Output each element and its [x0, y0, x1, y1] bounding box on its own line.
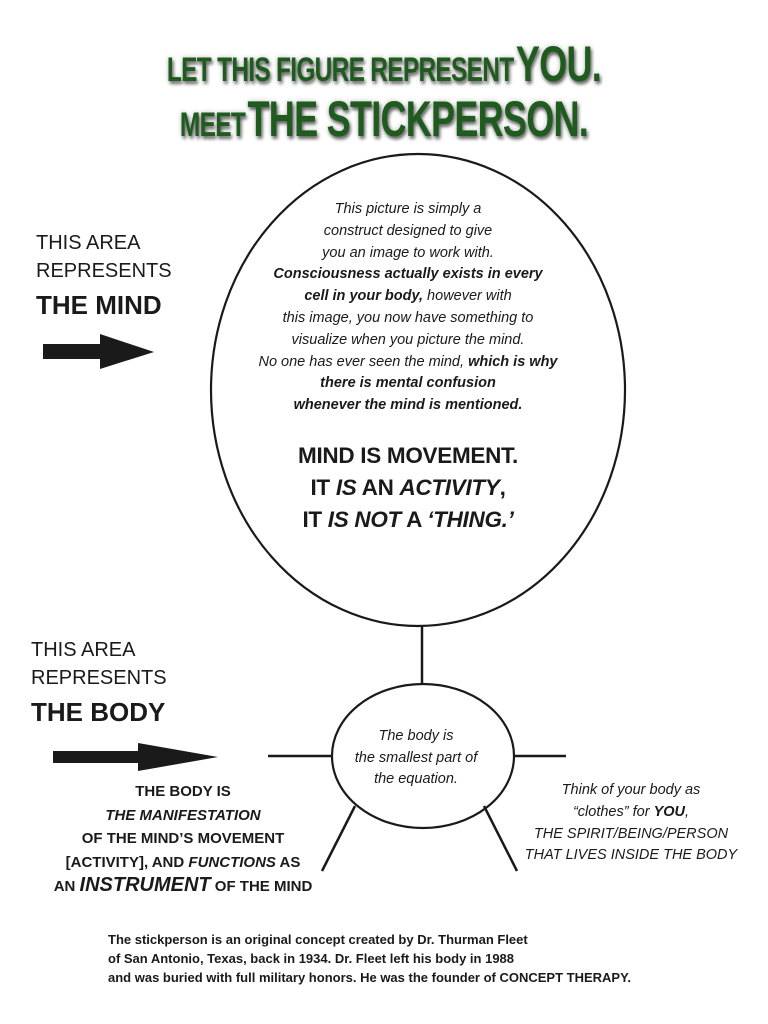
mind-text-line-6: this image, you now have something to: [282, 309, 534, 326]
body-left-5c: OF THE MIND: [210, 878, 313, 895]
body-left-5b: INSTRUMENT: [79, 874, 211, 896]
mind-text-line-10: whenever the mind is mentioned.: [293, 397, 523, 414]
body-left-line-3: OF THE MIND’S MOVEMENT: [81, 830, 285, 847]
body-text-line-3: the equation.: [374, 771, 458, 787]
body-arrow-icon: [53, 743, 218, 771]
title-line-2-small: MEET: [179, 106, 246, 144]
title-line-2: MEET THE STICKPERSON.: [108, 90, 661, 148]
body-area-label: THIS AREA REPRESENTS THE BODY: [31, 636, 167, 726]
mind-text-line-3: you an image to work with.: [322, 244, 494, 261]
mind-area-label: THIS AREA REPRESENTS THE MIND: [36, 229, 172, 319]
mind-statement-2e: ,: [499, 475, 506, 500]
mind-statement-2a: IT: [310, 475, 336, 500]
mind-statement-3a: IT: [302, 507, 328, 532]
mind-label-heading: THE MIND: [36, 290, 162, 320]
body-right-2b: YOU: [653, 803, 685, 820]
body-description: The body is the smallest part of the equ…: [336, 726, 496, 791]
body-left-4b: FUNCTIONS: [188, 853, 276, 871]
right-leg-line: [482, 805, 519, 872]
mind-statement-3b: IS NOT: [327, 507, 402, 532]
mind-text-line-8-start: No one has ever seen the mind,: [258, 353, 469, 370]
title-line-1: LET THIS FIGURE REPRESENT YOU.: [108, 35, 661, 93]
mind-statement-2b: IS: [335, 475, 357, 500]
title-line-1-big: YOU.: [515, 36, 602, 92]
footer-line-3: and was buried with full military honors…: [108, 970, 631, 985]
mind-arrow-icon: [43, 334, 154, 369]
mind-text-line-5-bold: cell in your body,: [304, 288, 424, 305]
title-line-2-big: THE STICKPERSON.: [247, 91, 589, 147]
mind-statement: MIND IS MOVEMENT. IT IS AN ACTIVITY, IT …: [248, 440, 568, 536]
body-left-4c: AS: [275, 853, 301, 871]
title-line-1-small: LET THIS FIGURE REPRESENT: [166, 51, 514, 89]
mind-label-line-1: THIS AREA: [36, 232, 141, 254]
body-text-line-1: The body is: [378, 728, 454, 744]
body-label-heading: THE BODY: [31, 697, 166, 727]
body-clothes-caption: Think of your body as “clothes” for YOU,…: [516, 780, 746, 867]
footer-line-2: of San Antonio, Texas, back in 1934. Dr.…: [108, 951, 515, 966]
mind-text-line-4: Consciousness actually exists in every: [273, 266, 543, 283]
mind-statement-2d: ACTIVITY: [399, 475, 500, 500]
body-text-line-2: the smallest part of: [354, 749, 478, 766]
footer-note: The stickperson is an original concept c…: [108, 930, 748, 987]
mind-statement-line-1: MIND IS MOVEMENT.: [298, 443, 518, 468]
mind-text-line-8-bold: which is why: [468, 353, 558, 370]
left-leg-line: [320, 805, 357, 872]
body-left-line-2: THE MANIFESTATION: [105, 806, 261, 824]
mind-text-line-9: there is mental confusion: [320, 375, 496, 392]
mind-statement-2c: AN: [356, 475, 400, 500]
body-manifestation-caption: THE BODY IS THE MANIFESTATION OF THE MIN…: [18, 780, 348, 899]
body-label-line-1: THIS AREA: [31, 639, 136, 661]
mind-label-line-2: REPRESENTS: [36, 260, 172, 282]
mind-statement-3c: A: [401, 507, 428, 532]
body-left-line-1: THE BODY IS: [135, 783, 231, 800]
mind-text-line-1: This picture is simply a: [334, 201, 482, 217]
body-left-4a: [ACTIVITY], AND: [65, 853, 189, 871]
body-right-line-3: THE SPIRIT/BEING/PERSON: [533, 825, 729, 842]
footer-line-1: The stickperson is an original concept c…: [108, 932, 528, 947]
body-label-line-2: REPRESENTS: [31, 667, 167, 689]
body-right-line-4: THAT LIVES INSIDE THE BODY: [524, 847, 738, 864]
body-right-line-1: Think of your body as: [561, 782, 701, 798]
mind-ellipse: [209, 152, 627, 628]
mind-text-line-7: visualize when you picture the mind.: [291, 331, 525, 348]
body-right-2a: “clothes” for: [572, 803, 654, 820]
mind-description: This picture is simply a construct desig…: [248, 199, 568, 417]
mind-statement-3d: ‘THING.’: [427, 507, 514, 532]
body-right-2c: ,: [684, 803, 690, 820]
body-left-5a: AN: [53, 878, 80, 895]
mind-text-line-5-rest: however with: [423, 288, 512, 305]
mind-text-line-2: construct designed to give: [323, 222, 493, 239]
